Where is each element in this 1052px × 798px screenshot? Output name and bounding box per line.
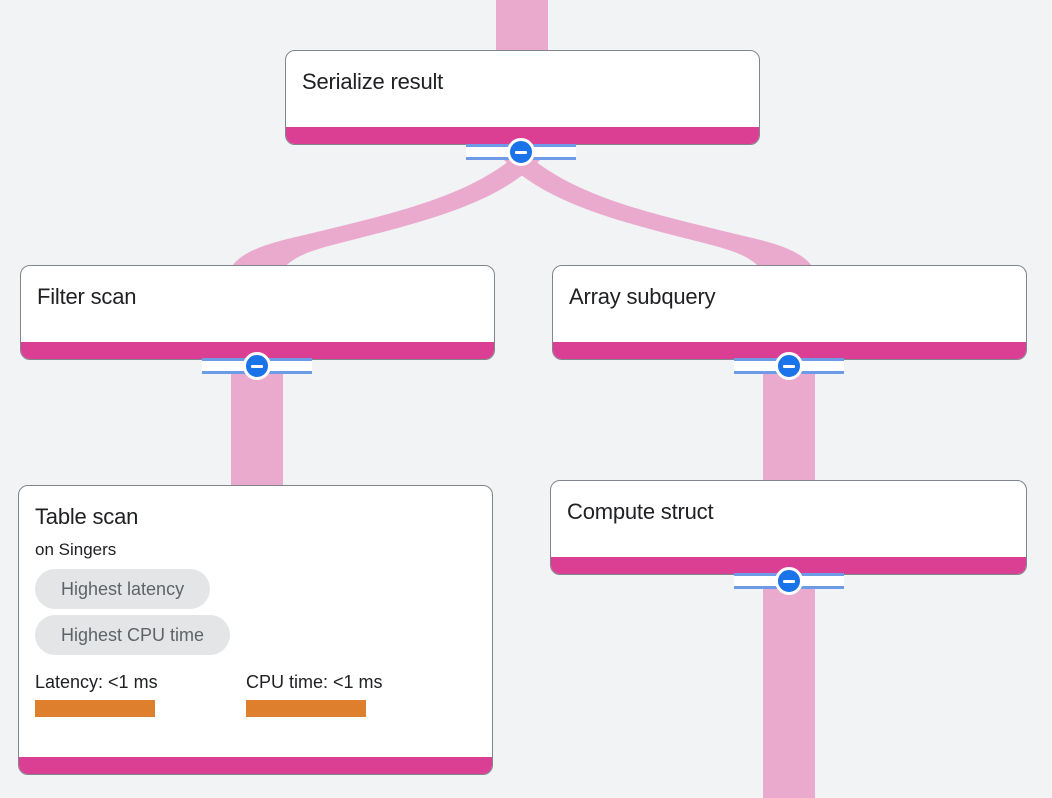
node-content: Filter scan [21, 266, 494, 342]
status-badge-highest-cpu-time: Highest CPU time [35, 615, 231, 655]
metric-cpu-time: CPU time: <1 ms [246, 671, 457, 717]
plan-node-serialize-result[interactable]: Serialize result [285, 50, 760, 145]
node-content: Compute struct [551, 481, 1026, 557]
edge-compute-to-below [763, 582, 815, 798]
node-accent-bar [553, 342, 1026, 359]
metric-latency: Latency: <1 ms [35, 671, 246, 717]
edge-serialize-to-filter [232, 152, 540, 268]
plan-node-array-subquery[interactable]: Array subquery [552, 265, 1027, 360]
edge-array-to-compute [763, 366, 815, 488]
node-accent-bar [551, 557, 1026, 574]
minus-icon[interactable] [775, 352, 803, 380]
node-content: Array subquery [553, 266, 1026, 342]
collapse-toggle-array-subquery[interactable] [734, 351, 844, 381]
node-accent-bar [286, 127, 759, 144]
metric-cpu-time-bar [246, 700, 366, 717]
minus-icon[interactable] [775, 567, 803, 595]
collapse-toggle-filter-scan[interactable] [202, 351, 312, 381]
node-accent-bar [21, 342, 494, 359]
plan-node-table-scan[interactable]: Table scan on Singers Highest latency Hi… [18, 485, 493, 775]
node-title: Filter scan [37, 284, 137, 309]
node-content: Table scan on Singers Highest latency Hi… [19, 486, 492, 757]
status-badge-highest-latency: Highest latency [35, 569, 211, 609]
edge-serialize-to-array [504, 152, 812, 268]
node-accent-bar [19, 757, 492, 774]
node-content: Serialize result [286, 51, 759, 127]
metric-cpu-time-label: CPU time: <1 ms [246, 672, 383, 692]
edge-incoming-serialize [496, 0, 548, 52]
node-badge-list: Highest latency Highest CPU time [35, 569, 476, 661]
node-subtitle: on Singers [35, 540, 117, 559]
minus-icon[interactable] [243, 352, 271, 380]
plan-node-filter-scan[interactable]: Filter scan [20, 265, 495, 360]
node-title: Serialize result [302, 69, 444, 94]
node-title: Compute struct [567, 499, 714, 524]
node-metrics: Latency: <1 ms CPU time: <1 ms [35, 671, 476, 717]
collapse-toggle-serialize-result[interactable] [466, 137, 576, 167]
node-title: Array subquery [569, 284, 716, 309]
edge-filter-to-table [231, 366, 283, 488]
minus-icon[interactable] [507, 138, 535, 166]
metric-latency-bar [35, 700, 155, 717]
metric-latency-label: Latency: <1 ms [35, 672, 158, 692]
plan-node-compute-struct[interactable]: Compute struct [550, 480, 1027, 575]
node-title: Table scan [35, 504, 139, 529]
collapse-toggle-compute-struct[interactable] [734, 566, 844, 596]
